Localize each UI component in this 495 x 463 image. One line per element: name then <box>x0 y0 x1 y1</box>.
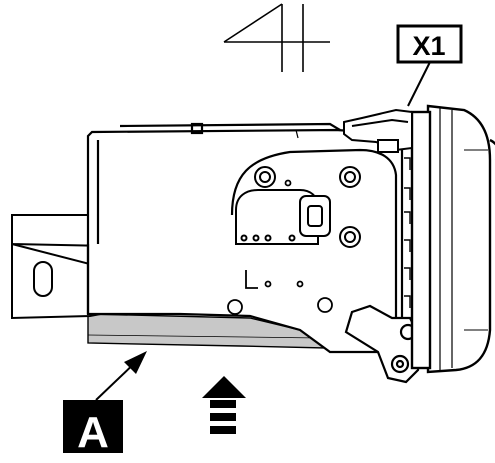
bolt-icon <box>254 166 361 248</box>
upward-dashed-arrow-icon <box>202 376 246 434</box>
side-clips <box>404 157 411 308</box>
connector-window <box>235 189 331 245</box>
callout-a: A <box>63 351 147 457</box>
callout-x1: X1 <box>396 24 463 107</box>
connector-latch <box>343 108 413 153</box>
plate-holes <box>227 179 333 315</box>
connector-housing <box>410 104 495 374</box>
callout-x1-leader <box>407 61 431 107</box>
projection-symbol-icon <box>223 3 330 72</box>
callout-x1-label: X1 <box>412 31 445 61</box>
callout-a-label: A <box>77 408 109 457</box>
